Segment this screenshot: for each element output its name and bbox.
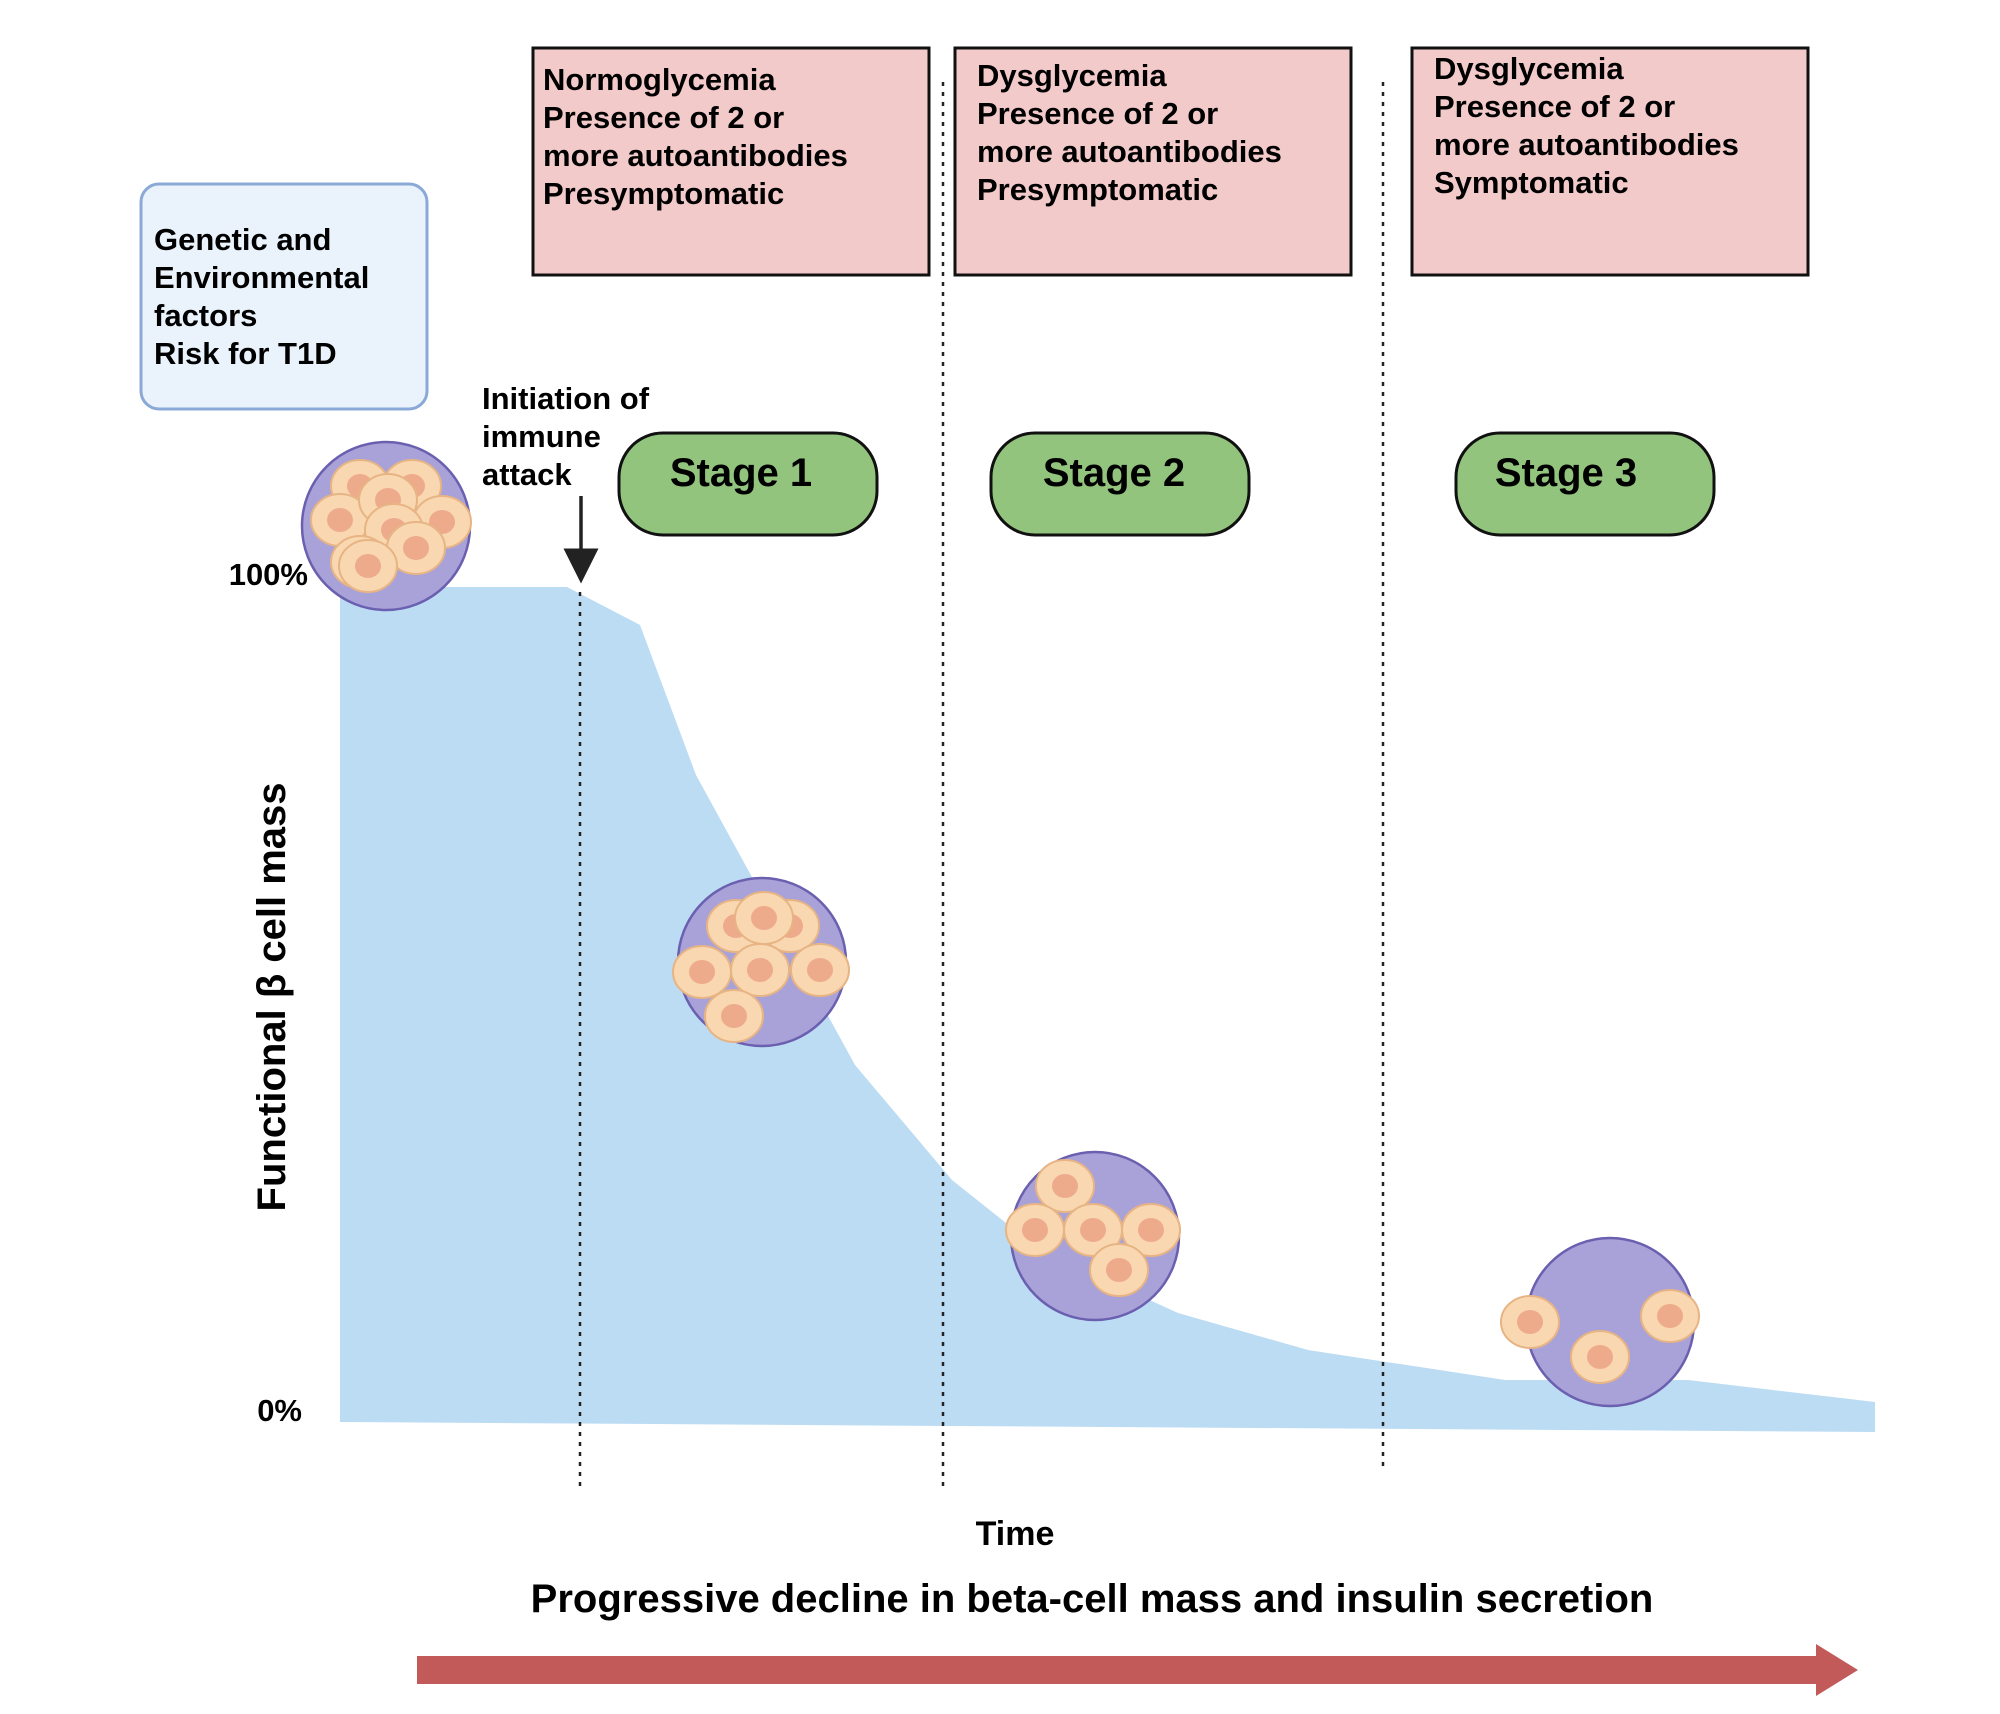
beta-cell (1121, 1203, 1181, 1257)
islet-stage-2 (1005, 1150, 1181, 1322)
stage-1-info-line: more autoantibodies (543, 138, 848, 173)
islet-stage-3 (1500, 1236, 1700, 1408)
beta-cell (730, 943, 790, 997)
stage-2-info-box: Dysglycemia Presence of 2 or more autoan… (953, 46, 1353, 277)
x-axis-label: Time (976, 1515, 1055, 1553)
immune-attack-annotation: Initiation of immune attack (482, 381, 650, 584)
beta-cell (1640, 1289, 1700, 1343)
svg-text:Stage 3: Stage 3 (1495, 451, 1637, 495)
stage-1-info-line: Presence of 2 or (543, 100, 784, 135)
islet-full (300, 440, 472, 612)
y-axis-label: Functional β cell mass (250, 783, 294, 1212)
stage-3-label: Stage 3 (1454, 431, 1716, 537)
svg-text:Stage 2: Stage 2 (1043, 451, 1185, 495)
beta-cell (1570, 1330, 1630, 1384)
immune-attack-line: immune (482, 419, 601, 454)
stage-3-info-box: Dysglycemia Presence of 2 or more autoan… (1410, 46, 1810, 277)
beta-cell (1089, 1243, 1149, 1297)
y-axis-top-label: 100% (229, 557, 308, 592)
stage-2-info-line: more autoantibodies (977, 134, 1282, 169)
risk-factors-line: Genetic and (154, 222, 331, 257)
beta-cell (734, 891, 794, 945)
stage-2-label: Stage 2 (989, 431, 1251, 537)
beta-cell (1005, 1203, 1065, 1257)
stage-2-info-line: Dysglycemia (977, 58, 1167, 93)
beta-cell (1500, 1295, 1560, 1349)
y-axis-bottom-label: 0% (257, 1393, 302, 1428)
stage-3-info-line: Symptomatic (1434, 165, 1629, 200)
immune-attack-line: attack (482, 457, 572, 492)
stage-1-info-box: Normoglycemia Presence of 2 or more auto… (531, 46, 931, 277)
stage-2-info-line: Presymptomatic (977, 172, 1218, 207)
risk-factors-line: factors (154, 298, 257, 333)
beta-cell (386, 521, 446, 575)
stage-3-info-line: Dysglycemia (1434, 51, 1624, 86)
immune-attack-line: Initiation of (482, 381, 650, 416)
stage-3-info-line: Presence of 2 or (1434, 89, 1675, 124)
risk-factors-line: Environmental (154, 260, 369, 295)
svg-text:Stage 1: Stage 1 (670, 451, 812, 495)
stage-3-info-line: more autoantibodies (1434, 127, 1739, 162)
stage-2-info-line: Presence of 2 or (977, 96, 1218, 131)
beta-cell (672, 945, 732, 999)
bottom-caption: Progressive decline in beta-cell mass an… (531, 1577, 1654, 1621)
beta-cell (1035, 1159, 1095, 1213)
stage-1-label: Stage 1 (617, 431, 879, 537)
stage-1-info-line: Presymptomatic (543, 176, 784, 211)
stage-1-info-line: Normoglycemia (543, 62, 776, 97)
beta-cell (790, 943, 850, 997)
beta-cell (704, 989, 764, 1043)
beta-cell (338, 539, 398, 593)
risk-factors-box: Genetic and Environmental factors Risk f… (139, 182, 429, 411)
islet-stage-1 (672, 876, 850, 1048)
progress-arrow (417, 1644, 1858, 1696)
risk-factors-line: Risk for T1D (154, 336, 337, 371)
beta-cell-mass-area (340, 587, 1875, 1432)
